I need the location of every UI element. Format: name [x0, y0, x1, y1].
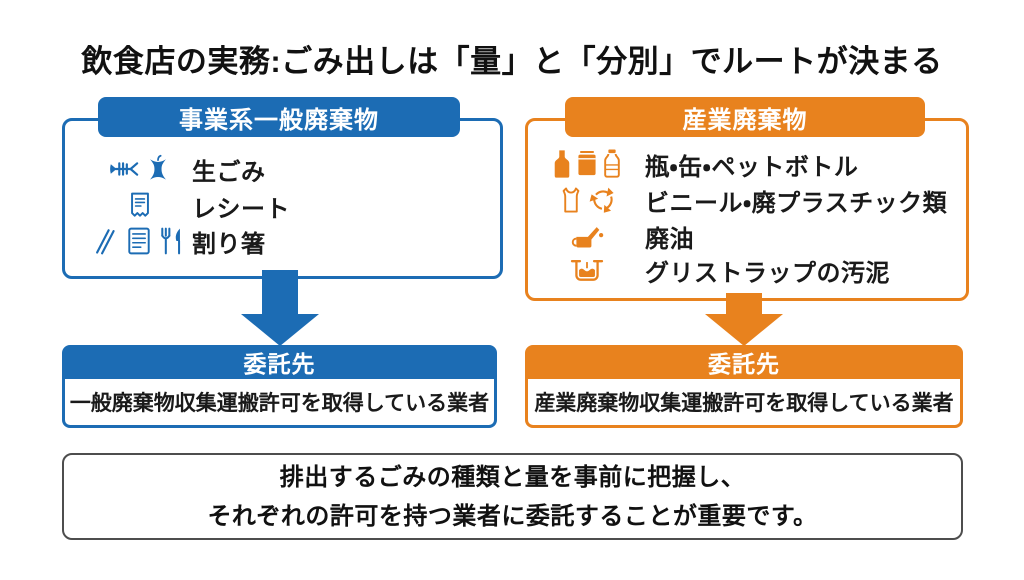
bottle-icon: [552, 148, 572, 180]
destination-header: 委託先: [525, 345, 963, 379]
waste-item-label: ビニール・廃プラスチック類: [645, 189, 948, 217]
waste-item-label: グリストラップの汚泥: [645, 259, 890, 287]
can-icon: [575, 149, 599, 179]
destination-body: 産業廃棄物収集運搬許可を取得している業者: [525, 379, 963, 428]
waste-item-label: レシート: [192, 195, 290, 223]
waste-item-label: 瓶・缶・ペットボトル: [645, 153, 859, 181]
note-line1: 排出するごみの種類と量を事前に把握し、: [279, 463, 746, 491]
page-title: 飲食店の実務:ごみ出しは「量」と「分別」でルートが決まる: [81, 44, 943, 79]
list-item: 割り箸: [88, 223, 266, 259]
summary-note: 排出するごみの種類と量を事前に把握し、 それぞれの許可を持つ業者に委託することが…: [62, 453, 963, 540]
destination-box-general: 委託先 一般廃棄物収集運搬許可を取得している業者: [62, 345, 497, 428]
recycle-icon: [588, 184, 618, 216]
list-item: 瓶・缶・ペットボトル: [545, 146, 858, 182]
industrial-waste-header: 産業廃棄物: [565, 97, 925, 137]
list-item: 生ごみ: [88, 151, 266, 187]
fishbone-icon: [108, 153, 140, 185]
grease-trap-icon: [568, 255, 606, 285]
list-item: グリストラップの汚泥: [545, 252, 890, 288]
list-item: ビニール・廃プラスチック類: [545, 182, 947, 218]
waste-item-label: 割り箸: [192, 230, 266, 258]
apple-core-icon: [143, 153, 173, 185]
list-item: 廃油: [545, 218, 694, 254]
list-item: レシート: [88, 188, 290, 224]
note-line2: それぞれの許可を持つ業者に委託することが重要です。: [207, 502, 818, 530]
plastic-bag-icon: [557, 184, 585, 216]
pet-bottle-icon: [602, 148, 622, 180]
chopsticks-icon: [93, 225, 121, 257]
document-icon: [124, 225, 154, 257]
fork-knife-icon: [157, 225, 187, 257]
waste-item-label: 生ごみ: [192, 158, 266, 186]
general-waste-header: 事業系一般廃棄物: [98, 97, 460, 137]
waste-item-label: 廃油: [645, 225, 694, 253]
destination-body: 一般廃棄物収集運搬許可を取得している業者: [62, 379, 497, 428]
destination-header: 委託先: [62, 345, 497, 379]
oil-can-icon: [568, 221, 606, 251]
destination-box-industrial: 委託先 産業廃棄物収集運搬許可を取得している業者: [525, 345, 963, 428]
receipt-icon: [125, 190, 155, 222]
industrial-waste-box: [525, 118, 969, 301]
